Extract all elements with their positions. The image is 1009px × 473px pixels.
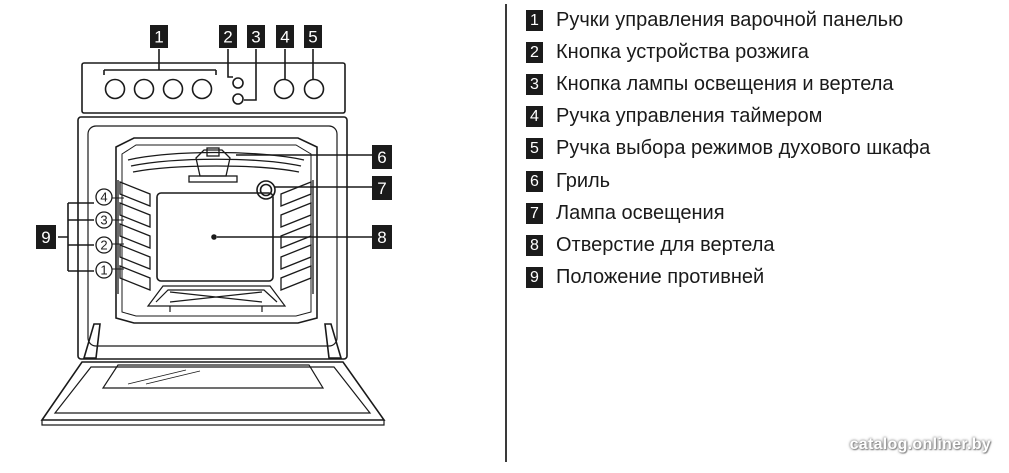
legend-item: 5 Ручка выбора режимов духового шкафа — [526, 133, 930, 165]
callout-badge-9 — [36, 225, 56, 249]
svg-text:3: 3 — [251, 28, 260, 47]
legend-text: Положение противней — [556, 266, 765, 289]
callout-badge-3 — [247, 25, 265, 48]
svg-text:4: 4 — [280, 28, 289, 47]
shelf-position-3 — [95, 211, 113, 229]
legend-text: Ручки управления варочной панелью — [556, 8, 904, 31]
divider — [505, 4, 507, 462]
svg-text:9: 9 — [41, 228, 50, 247]
bottom-element — [146, 285, 287, 312]
hob-knobs — [104, 78, 213, 100]
shelf-position-2 — [95, 236, 113, 254]
legend-number: 8 — [526, 234, 543, 256]
legend-item: 4 Ручка управления таймером — [526, 101, 930, 133]
oven-cavity — [115, 137, 318, 324]
callout-badge-6 — [372, 145, 392, 169]
legend-text: Лампа освещения — [556, 201, 725, 224]
callout-badge-2 — [219, 25, 237, 48]
callout-badge-7 — [372, 176, 392, 200]
legend-text: Ручка управления таймером — [556, 105, 823, 128]
legend-item: 6 Гриль — [526, 165, 930, 197]
oven-lamp — [256, 180, 276, 200]
svg-text:2: 2 — [223, 28, 232, 47]
lamp-button — [232, 93, 244, 105]
timer-knob — [273, 78, 295, 100]
legend-text: Ручка выбора режимов духового шкафа — [556, 137, 931, 160]
svg-text:2: 2 — [100, 238, 107, 253]
mode-knob — [303, 78, 325, 100]
svg-text:7: 7 — [377, 179, 386, 198]
oven-door — [40, 361, 386, 421]
callout-badge-1 — [150, 25, 168, 48]
door-glass — [101, 364, 325, 389]
legend-item: 8 Отверстие для вертела — [526, 229, 930, 261]
svg-text:4: 4 — [100, 190, 107, 205]
svg-text:1: 1 — [100, 263, 107, 278]
legend-item: 2 Кнопка устройства розжига — [526, 36, 930, 68]
legend-text: Кнопка лампы освещения и вертела — [556, 72, 894, 95]
shelf-position-labels: 4 3 2 1 — [95, 188, 113, 279]
control-panel — [81, 62, 346, 114]
legend-item: 1 Ручки управления варочной панелью — [526, 4, 930, 36]
svg-text:6: 6 — [377, 148, 386, 167]
legend-number: 5 — [526, 138, 543, 160]
legend-item: 9 Положение противней — [526, 262, 930, 294]
legend-text: Отверстие для вертела — [556, 233, 775, 256]
left-hinge — [82, 323, 101, 359]
rotisserie-hole — [211, 234, 217, 240]
right-shelf-runners — [280, 180, 314, 294]
legend-number: 6 — [526, 170, 543, 192]
legend-number: 3 — [526, 73, 543, 95]
legend-number: 9 — [526, 267, 543, 289]
left-shelf-runners — [117, 180, 151, 294]
right-hinge — [324, 323, 343, 359]
shelf-position-1 — [95, 261, 113, 279]
oven-diagram: 4 3 2 1 1 2 3 4 5 6 7 8 9 — [36, 25, 392, 426]
legend-text: Кнопка устройства розжига — [556, 40, 809, 63]
oven-body — [77, 116, 348, 360]
legend-number: 4 — [526, 106, 543, 128]
svg-text:5: 5 — [308, 28, 317, 47]
legend-item: 3 Кнопка лампы освещения и вертела — [526, 68, 930, 100]
watermark: catalog.onliner.by — [849, 436, 991, 453]
svg-text:8: 8 — [377, 228, 386, 247]
legend-number: 2 — [526, 41, 543, 63]
svg-text:3: 3 — [100, 213, 107, 228]
legend-number: 7 — [526, 202, 543, 224]
ignition-button — [232, 77, 244, 89]
legend-text: Гриль — [556, 169, 611, 192]
shelf-position-4 — [95, 188, 113, 206]
callout-badge-4 — [276, 25, 294, 48]
callout-badge-5 — [304, 25, 322, 48]
callout-badge-8 — [372, 225, 392, 249]
svg-text:1: 1 — [154, 28, 163, 47]
callout-badges: 1 2 3 4 5 6 7 8 9 — [36, 25, 392, 249]
legend-item: 7 Лампа освещения — [526, 197, 930, 229]
grill-element — [127, 147, 305, 183]
legend-number: 1 — [526, 9, 543, 31]
